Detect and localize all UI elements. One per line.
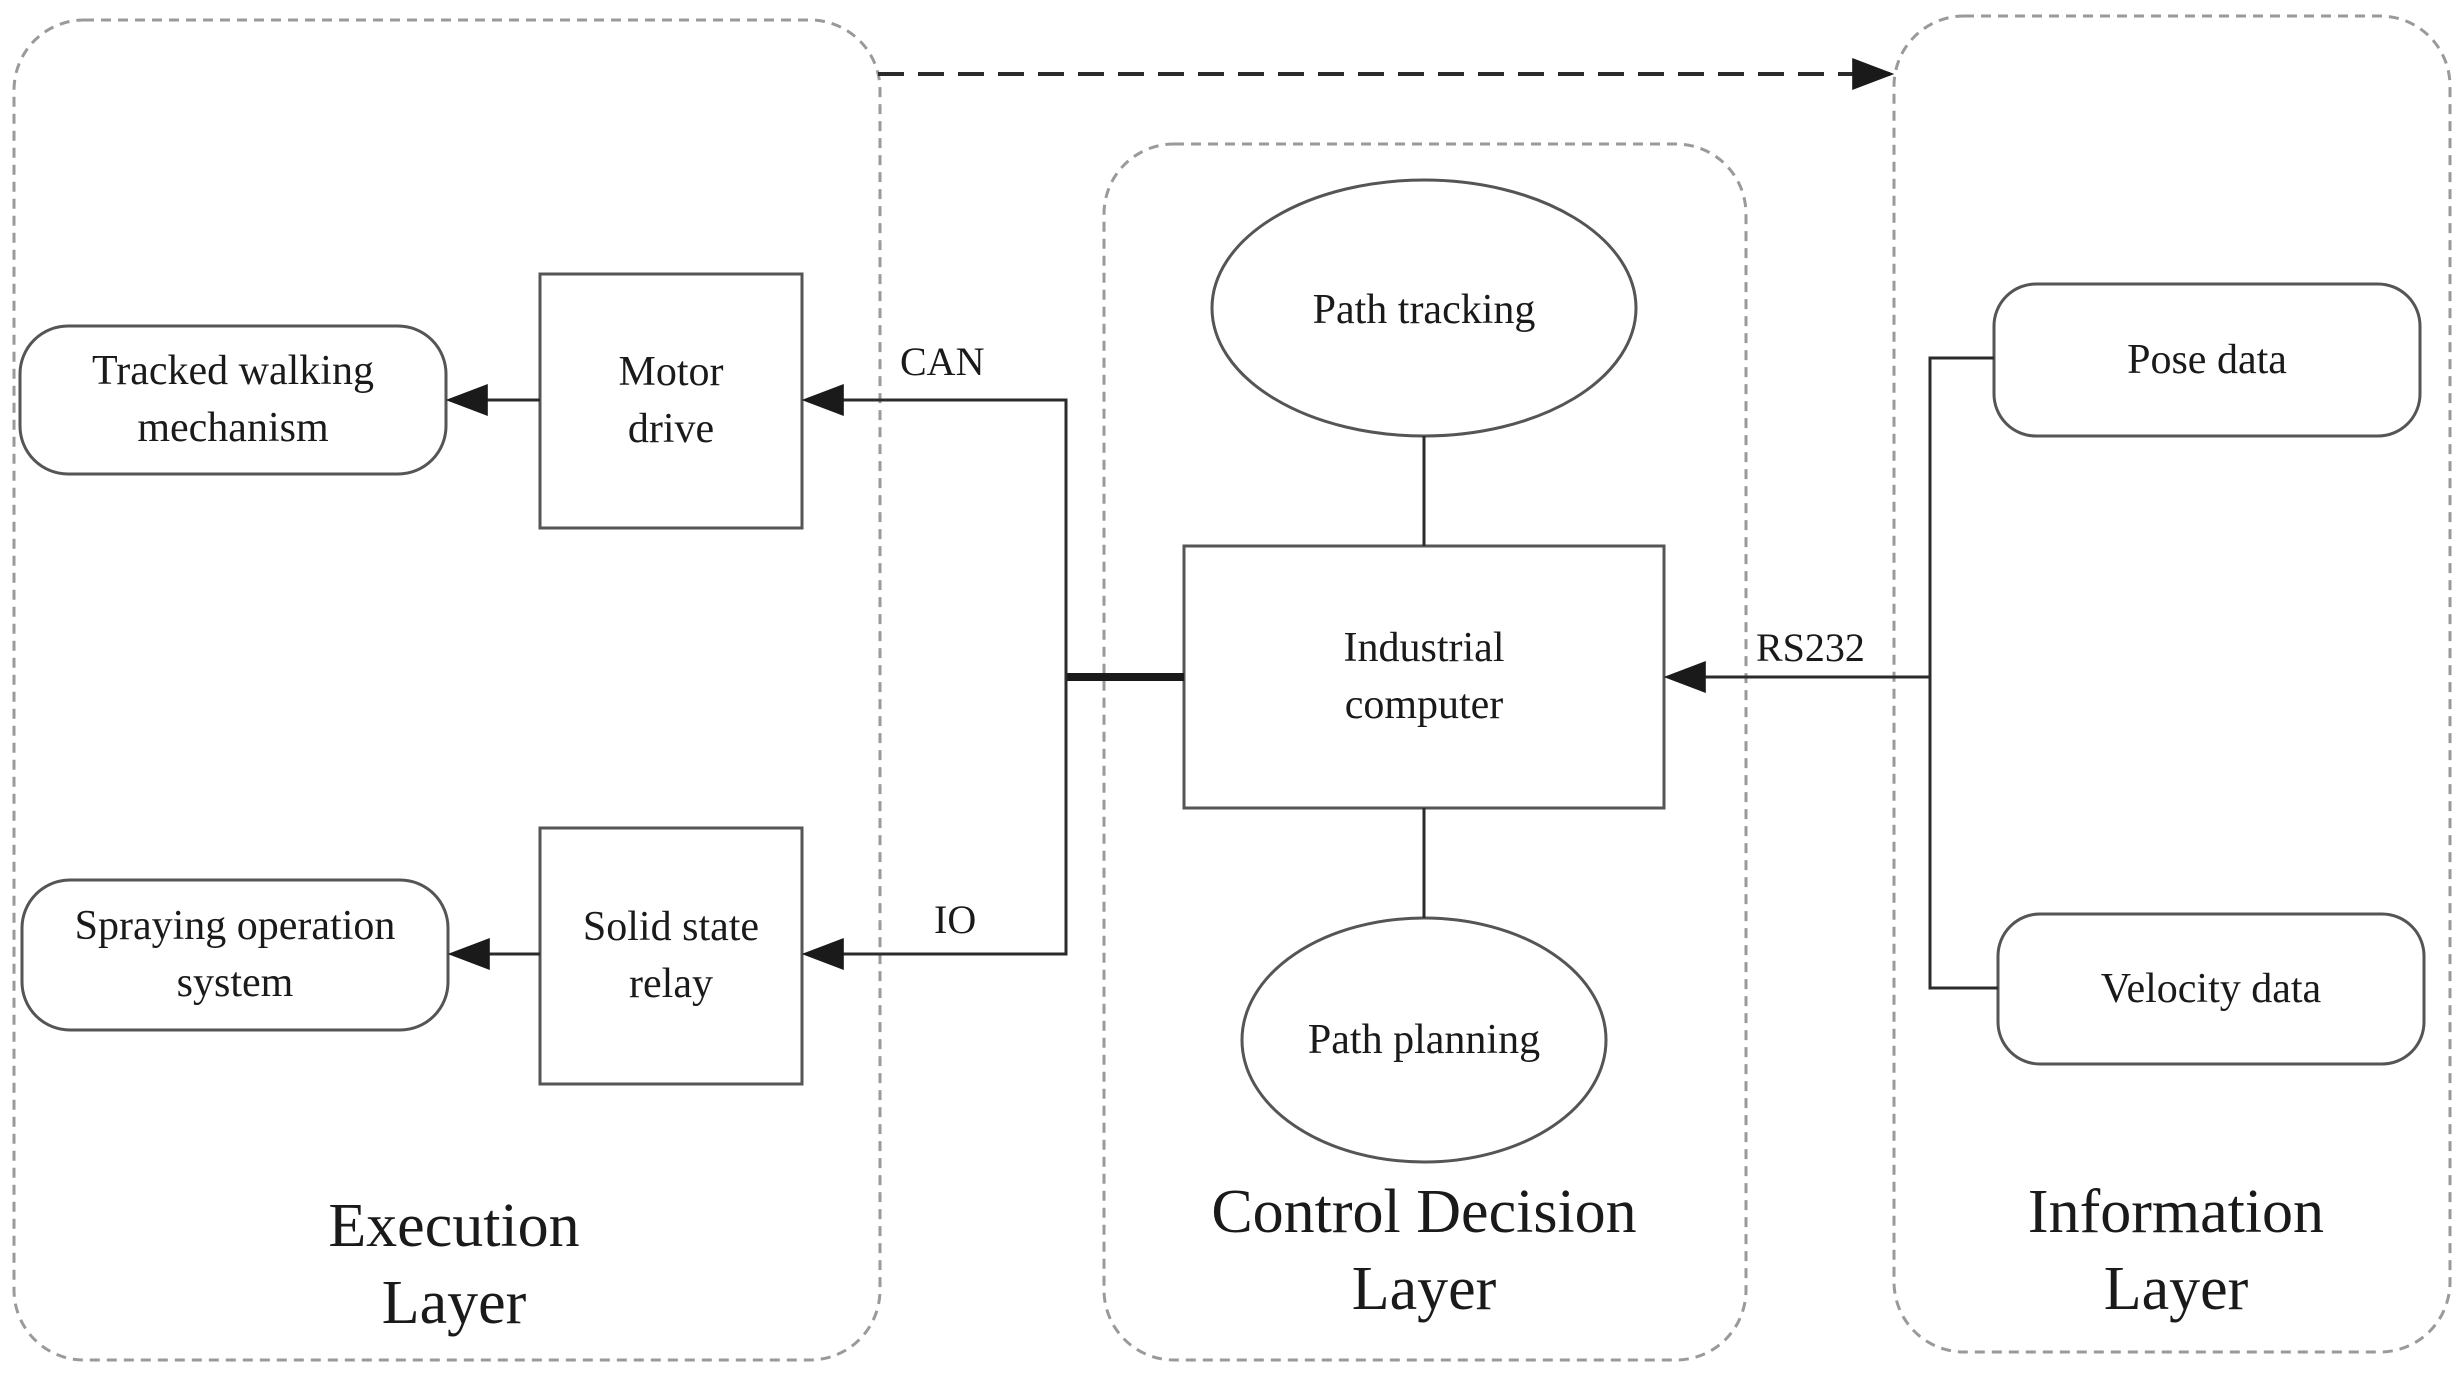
- execution-layer-container: [12, 18, 882, 1362]
- can-label: CAN: [900, 339, 985, 384]
- spraying-system-label: Spraying operation system: [74, 903, 396, 1006]
- pose-data-node: [1992, 282, 2422, 438]
- pose-data-label: Pose data: [2127, 336, 2287, 383]
- velocity-data-label: Velocity data: [2100, 965, 2322, 1012]
- control-layer-container: [1102, 142, 1748, 1362]
- io-label: IO: [934, 897, 977, 942]
- solid-state-relay-label: Solid state relay: [582, 904, 760, 1007]
- tracked-walking-label: Tracked walking mechanism: [92, 348, 374, 451]
- motor-drive-node: [538, 272, 804, 530]
- path-tracking-label: Path tracking: [1312, 286, 1536, 333]
- info-bracket: [1928, 356, 1998, 990]
- path-planning-label: Path planning: [1307, 1016, 1541, 1063]
- control-layer-title: Control Decision Layer: [1211, 1177, 1637, 1324]
- motor-drive-label: Motor drive: [618, 349, 724, 452]
- industrial-computer-label: Industrial computer: [1343, 625, 1505, 728]
- information-layer-container: [1892, 14, 2452, 1354]
- information-layer-title: Information Layer: [2027, 1177, 2325, 1324]
- can-connector: [801, 384, 1068, 677]
- rs232-label: RS232: [1756, 625, 1865, 670]
- execution-layer-title: Execution Layer: [328, 1191, 580, 1338]
- io-connector: [801, 677, 1068, 970]
- solid-state-relay-node: [538, 826, 804, 1086]
